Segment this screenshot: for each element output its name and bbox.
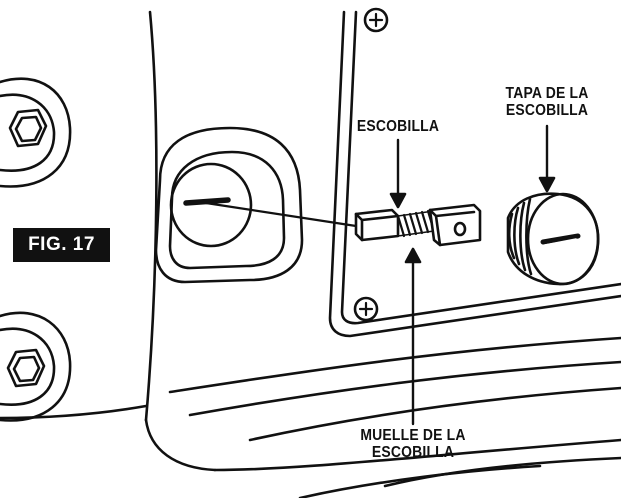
motor-housing-outline [0, 10, 621, 498]
brush-terminal-hole [453, 221, 467, 237]
housing-screw-upper [0, 77, 72, 188]
brush-cap-callout-arrow [538, 124, 556, 193]
brush-spring-label-line1: MUELLE DE LA [360, 427, 466, 444]
figure-tag: FIG. 17 [13, 228, 110, 262]
brush-cap-face [526, 192, 600, 286]
panel-screw-bottom [353, 296, 379, 322]
brush-spring-callout-arrow [404, 247, 422, 426]
brush-cap-label-line1: TAPA DE LA [505, 85, 589, 102]
assembly-guide-line [204, 201, 358, 228]
brush-label: ESCOBILLA [353, 118, 443, 135]
brush-terminal [428, 203, 482, 247]
brush-well [154, 126, 304, 284]
brush-spring [396, 209, 436, 238]
panel-screw-top [363, 7, 389, 33]
brush-spring-label-line2: ESCOBILLA [371, 444, 455, 461]
brush-cap [506, 192, 600, 286]
housing-screw-lower [0, 311, 72, 422]
brush-cap-label: TAPA DE LA ESCOBILLA [493, 85, 601, 119]
carbon-brush [354, 208, 400, 242]
brush-cap-label-line2: ESCOBILLA [505, 102, 589, 119]
brush-well-cap [169, 162, 253, 248]
brush-label-text: ESCOBILLA [356, 118, 440, 135]
access-panel [328, 7, 621, 338]
brush-spring-label: MUELLE DE LA ESCOBILLA [350, 427, 476, 461]
brush-callout-arrow [389, 138, 407, 209]
